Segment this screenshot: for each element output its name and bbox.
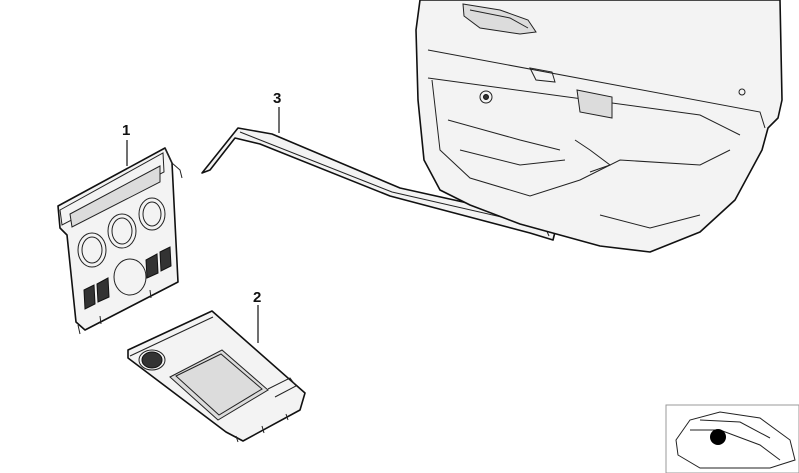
callout-2: 2: [253, 289, 261, 306]
center-console-trim-panel[interactable]: [57, 147, 183, 335]
location-marker: [710, 429, 726, 445]
door-trim-strip[interactable]: [201, 127, 557, 241]
car-location-thumbnail-icon: [665, 404, 799, 473]
callout-1: 1: [122, 122, 130, 139]
callout-leaders: [126, 107, 280, 343]
door-panel-icon: [415, 0, 783, 253]
callout-3: 3: [273, 90, 281, 107]
shifter-trim-cover[interactable]: [127, 310, 306, 443]
